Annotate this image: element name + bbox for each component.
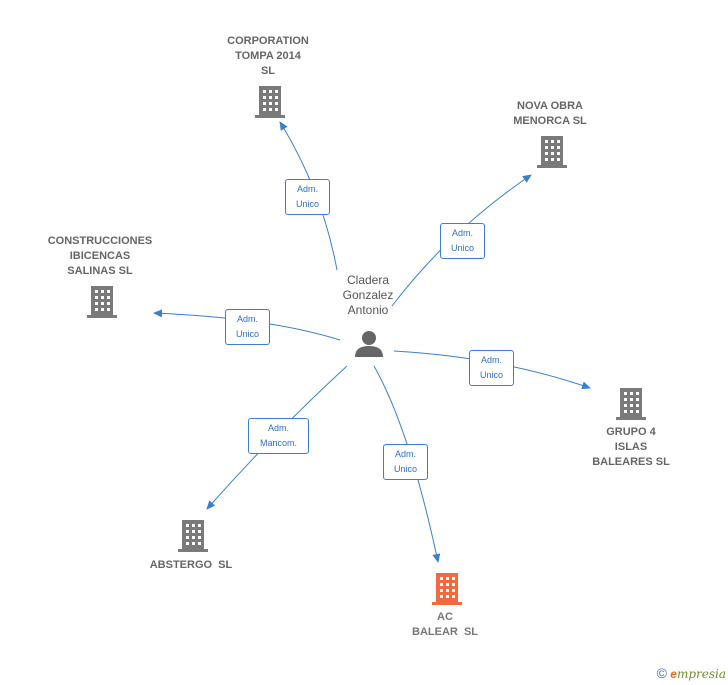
- company-label-abstergo[interactable]: ABSTERGO SL: [149, 559, 233, 571]
- edge-label-ac-balear[interactable]: Adm. Unico: [383, 444, 428, 480]
- edge-label-corporation[interactable]: Adm. Unico: [285, 179, 330, 215]
- brand-initial: e: [670, 667, 677, 681]
- company-label-corporation[interactable]: CORPORATION TOMPA 2014 SL: [227, 35, 309, 77]
- edge-label-abstergo[interactable]: Adm. Mancom.: [248, 418, 309, 454]
- edge-label-construcciones[interactable]: Adm. Unico: [225, 309, 270, 345]
- building-icon[interactable]: [87, 286, 117, 318]
- company-label-nova-obra[interactable]: NOVA OBRA MENORCA SL: [513, 100, 587, 127]
- brand-footer: © empresia: [657, 665, 726, 681]
- brand-name: mpresia: [676, 667, 726, 681]
- building-icon[interactable]: [432, 573, 462, 605]
- person-name[interactable]: Cladera Gonzalez Antonio: [342, 273, 394, 317]
- person-icon[interactable]: [355, 331, 383, 357]
- copyright-symbol: ©: [656, 665, 667, 681]
- building-icon[interactable]: [616, 388, 646, 420]
- company-label-construcciones[interactable]: CONSTRUCCIONES IBICENCAS SALINAS SL: [47, 235, 153, 277]
- building-icon[interactable]: [255, 86, 285, 118]
- edge-label-nova-obra[interactable]: Adm. Unico: [440, 223, 485, 259]
- edge-label-grupo4[interactable]: Adm. Unico: [469, 350, 514, 386]
- company-label-grupo4[interactable]: GRUPO 4 ISLAS BALEARES SL: [592, 426, 670, 468]
- building-icon[interactable]: [178, 520, 208, 552]
- building-icon[interactable]: [537, 136, 567, 168]
- company-label-ac-balear[interactable]: AC BALEAR SL: [412, 611, 478, 638]
